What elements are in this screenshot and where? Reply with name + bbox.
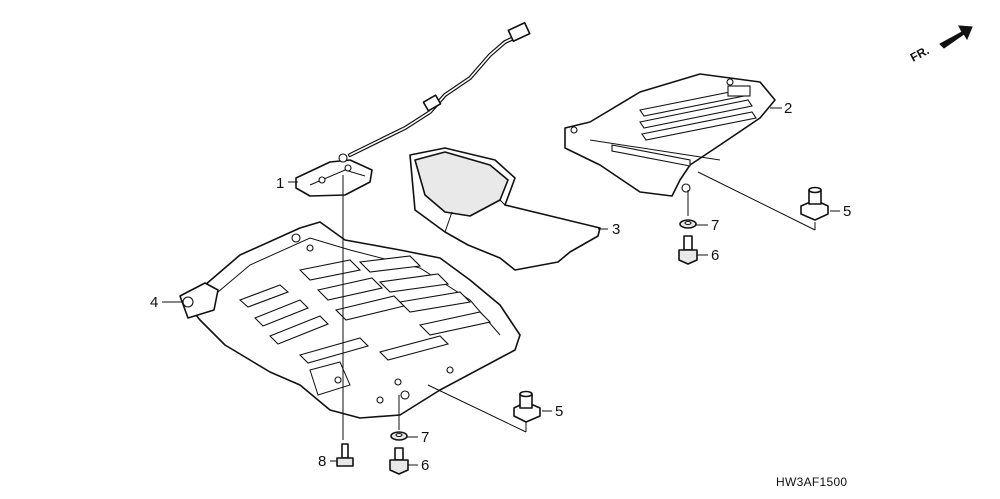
callout-part-6-upper: 6 — [711, 247, 719, 264]
fastener-5-lower — [513, 390, 541, 423]
front-direction-label: FR. — [908, 43, 932, 64]
fastener-5-upper — [800, 186, 829, 221]
part-1-sensor-assembly — [295, 21, 531, 197]
callout-part-3: 3 — [612, 221, 620, 238]
diagram-code: HW3AF1500 — [776, 475, 847, 489]
callout-part-4: 4 — [150, 294, 158, 311]
front-arrow-icon — [939, 25, 973, 49]
bolt-6-lower — [389, 447, 409, 475]
callout-part-1: 1 — [276, 175, 284, 192]
washer-7-upper — [679, 219, 697, 229]
front-direction-indicator: FR. — [908, 25, 973, 65]
callout-part-7-lower: 7 — [421, 429, 429, 446]
leader-lines — [162, 107, 840, 466]
screw-8 — [336, 443, 354, 467]
part-3-center-cover — [409, 147, 601, 271]
callout-part-2: 2 — [784, 100, 792, 117]
bolt-6-upper — [678, 235, 698, 265]
callout-part-7-upper: 7 — [711, 217, 719, 234]
callout-part-6-lower: 6 — [421, 457, 429, 474]
part-2-skid-plate — [564, 73, 776, 197]
callout-part-5-lower: 5 — [555, 403, 563, 420]
part-4-lower-skid-plate — [179, 221, 521, 419]
callout-part-5-upper: 5 — [843, 203, 851, 220]
washer-7-lower — [390, 431, 408, 441]
callout-part-8: 8 — [318, 453, 326, 470]
